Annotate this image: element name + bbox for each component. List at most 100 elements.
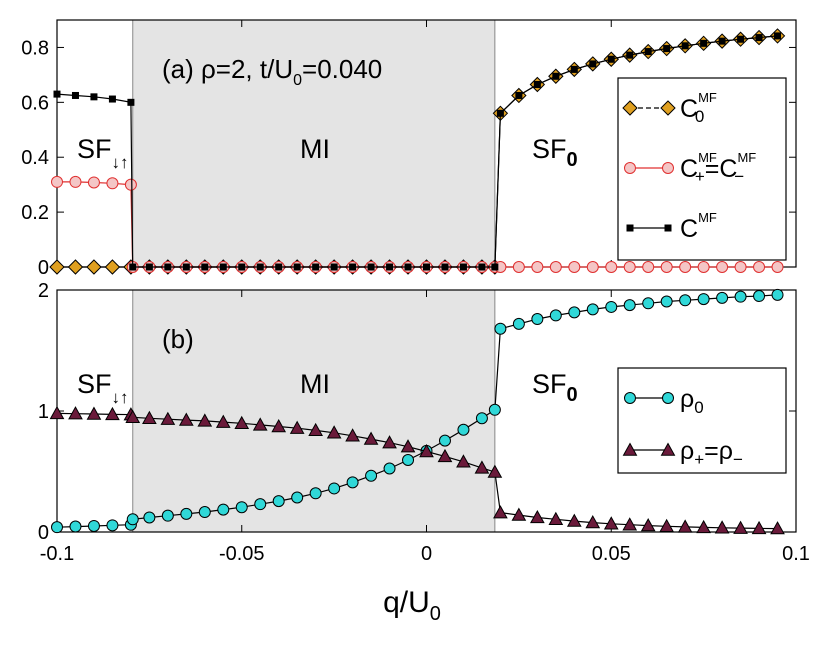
y-tick-label: 0 <box>38 257 49 279</box>
marker-rhoPlus <box>474 460 490 474</box>
marker-rhoPlus <box>345 428 360 442</box>
y-tick-label: 2 <box>38 280 49 302</box>
legend-marker <box>662 392 674 404</box>
legend-label-main: ρ <box>680 385 694 413</box>
marker-rho0 <box>753 290 766 303</box>
x-tick-label: -0.1 <box>40 543 74 565</box>
marker-rhoPlus <box>696 519 711 534</box>
marker-Cplus <box>679 261 692 273</box>
marker-Cplus <box>716 261 729 273</box>
panel-label-tail: =0.040 <box>302 54 382 84</box>
marker-rho0 <box>346 476 359 489</box>
marker-rho0 <box>475 412 488 425</box>
marker-C <box>349 263 357 271</box>
marker-C <box>71 91 79 99</box>
marker-C <box>90 93 98 101</box>
legend-label-main: C <box>680 95 698 123</box>
panel-label-main: (b) <box>162 324 194 354</box>
legend-label: CMF <box>680 210 717 243</box>
marker-Cplus <box>531 261 544 273</box>
marker-C <box>718 37 726 45</box>
marker-C <box>589 60 597 68</box>
series-rhoPlus <box>49 405 785 535</box>
x-tick-label: 0 <box>421 543 432 565</box>
marker-C <box>607 55 615 63</box>
marker-rhoPlus <box>400 439 416 453</box>
marker-rhoPlus <box>125 409 141 423</box>
region-label-right: SF0 <box>532 134 578 171</box>
marker-rhoPlus <box>160 411 176 425</box>
legend-marker <box>660 442 676 456</box>
marker-Cplus <box>734 261 747 273</box>
marker-rho0 <box>235 501 248 514</box>
marker-Cplus <box>753 261 766 273</box>
marker-rhoPlus <box>178 412 194 426</box>
marker-C <box>312 263 320 271</box>
legend-marker <box>664 224 672 232</box>
marker-rho0 <box>309 487 322 500</box>
x-tick-label: -0.05 <box>219 543 265 565</box>
region-label-middle: MI <box>300 134 330 164</box>
panel-label-sub: 0 <box>293 72 302 89</box>
marker-rhoPlus <box>493 505 508 519</box>
region-label-right-main: SF <box>532 134 567 164</box>
legend-label-sub: + <box>694 450 704 469</box>
legend-label-tail-sub: − <box>733 450 743 469</box>
marker-C <box>533 80 541 88</box>
legend-label: ρ0 <box>680 385 704 417</box>
marker-C <box>459 263 467 271</box>
legend-marker <box>624 392 636 404</box>
marker-rhoPlus <box>142 410 157 424</box>
panel-label: (a) ρ=2, t/U0=0.040 <box>162 54 382 89</box>
marker-rho0 <box>734 290 747 303</box>
legend-label-sup: MF <box>698 210 717 225</box>
marker-Cplus <box>106 177 119 190</box>
marker-rho0 <box>198 506 211 519</box>
region-label-left: SF↓↑ <box>77 369 129 407</box>
legend-box <box>617 367 787 474</box>
marker-rho0 <box>531 313 544 326</box>
marker-C <box>737 35 745 43</box>
series-rho0 <box>51 288 784 534</box>
legend: ρ0ρ+=ρ− <box>617 367 787 474</box>
marker-rhoPlus <box>733 520 748 534</box>
region-label-right: SF0 <box>532 369 578 406</box>
marker-C <box>238 263 246 271</box>
marker-rhoPlus <box>585 515 601 529</box>
region-label-right-sub: 0 <box>567 149 578 171</box>
region-label-middle: MI <box>300 369 330 399</box>
marker-rho0 <box>623 299 636 312</box>
legend-label-tail-sub: − <box>734 167 744 186</box>
marker-rhoPlus <box>289 420 305 434</box>
region-label-left-sub: ↓↑ <box>112 388 129 407</box>
marker-Cplus <box>660 261 673 273</box>
legend-label: ρ+=ρ− <box>680 437 743 469</box>
marker-Cplus <box>124 178 137 191</box>
y-tick-label: 0.8 <box>21 37 49 59</box>
marker-rho0 <box>272 495 285 508</box>
marker-C <box>182 263 190 271</box>
legend-label: CMF+=CMF− <box>680 150 756 186</box>
marker-Cplus <box>697 261 710 273</box>
marker-rhoPlus <box>234 415 250 430</box>
marker-C <box>386 263 394 271</box>
marker-Cplus <box>568 261 581 273</box>
marker-rho0 <box>87 519 100 532</box>
marker-rho0 <box>605 300 618 313</box>
marker-C <box>774 32 782 40</box>
marker-rhoPlus <box>363 431 379 445</box>
marker-rhoPlus <box>603 516 619 530</box>
legend-label-tail: =ρ <box>704 437 733 465</box>
marker-Cplus <box>586 261 599 273</box>
marker-rho0 <box>586 303 599 316</box>
marker-C <box>53 90 61 98</box>
marker-rhoPlus <box>86 406 102 420</box>
marker-rhoPlus <box>456 454 471 468</box>
marker-C <box>515 91 523 99</box>
marker-C <box>496 109 504 117</box>
marker-rho0 <box>697 293 710 306</box>
legend-label-sup: MF <box>698 150 717 165</box>
marker-C <box>367 263 375 271</box>
